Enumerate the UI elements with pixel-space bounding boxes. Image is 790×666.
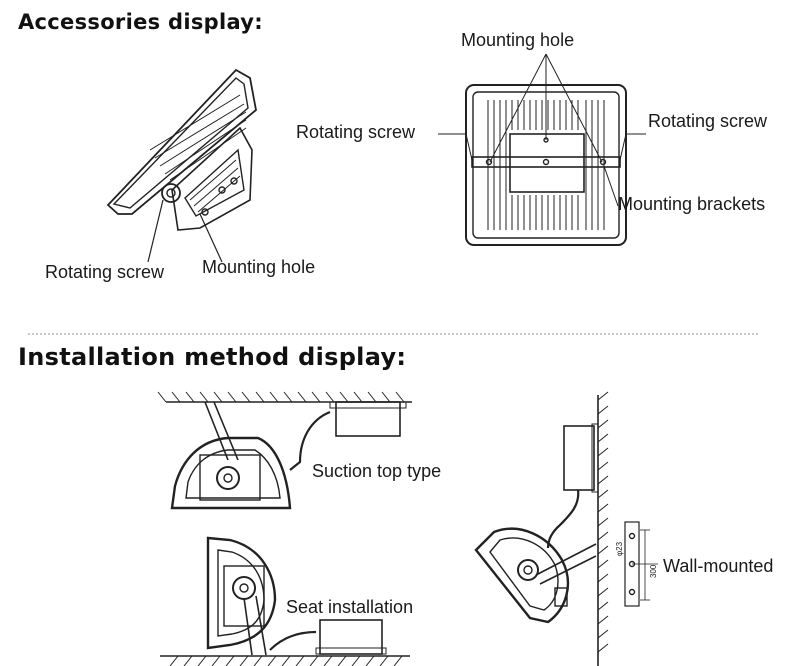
side-mounting-hole-label: Mounting hole bbox=[202, 257, 316, 277]
dimension-length-label: 300 bbox=[649, 564, 658, 578]
back-mounting-brackets-label: Mounting brackets bbox=[618, 194, 766, 214]
accessories-heading: Accessories display: bbox=[18, 10, 263, 34]
suction-top-drawing bbox=[157, 391, 412, 510]
wall-mounted-label: Wall-mounted bbox=[663, 556, 774, 576]
seat-installation-label: Seat installation bbox=[286, 597, 414, 617]
side-view-lamp-drawing bbox=[106, 68, 257, 263]
back-mounting-hole-label: Mounting hole bbox=[461, 30, 575, 50]
back-rotating-screw-right-label: Rotating screw bbox=[648, 111, 768, 131]
back-rotating-screw-left-label: Rotating screw bbox=[296, 122, 416, 142]
back-view-lamp-drawing bbox=[438, 53, 646, 246]
seat-installation-drawing bbox=[160, 536, 410, 666]
dimension-diameter-label: φ23 bbox=[615, 541, 624, 556]
suction-top-type-label: Suction top type bbox=[312, 461, 442, 481]
section-divider bbox=[28, 333, 758, 335]
side-rotating-screw-label: Rotating screw bbox=[45, 262, 165, 282]
wall-mounted-drawing bbox=[474, 391, 658, 666]
installation-heading: Installation method display: bbox=[18, 343, 407, 371]
